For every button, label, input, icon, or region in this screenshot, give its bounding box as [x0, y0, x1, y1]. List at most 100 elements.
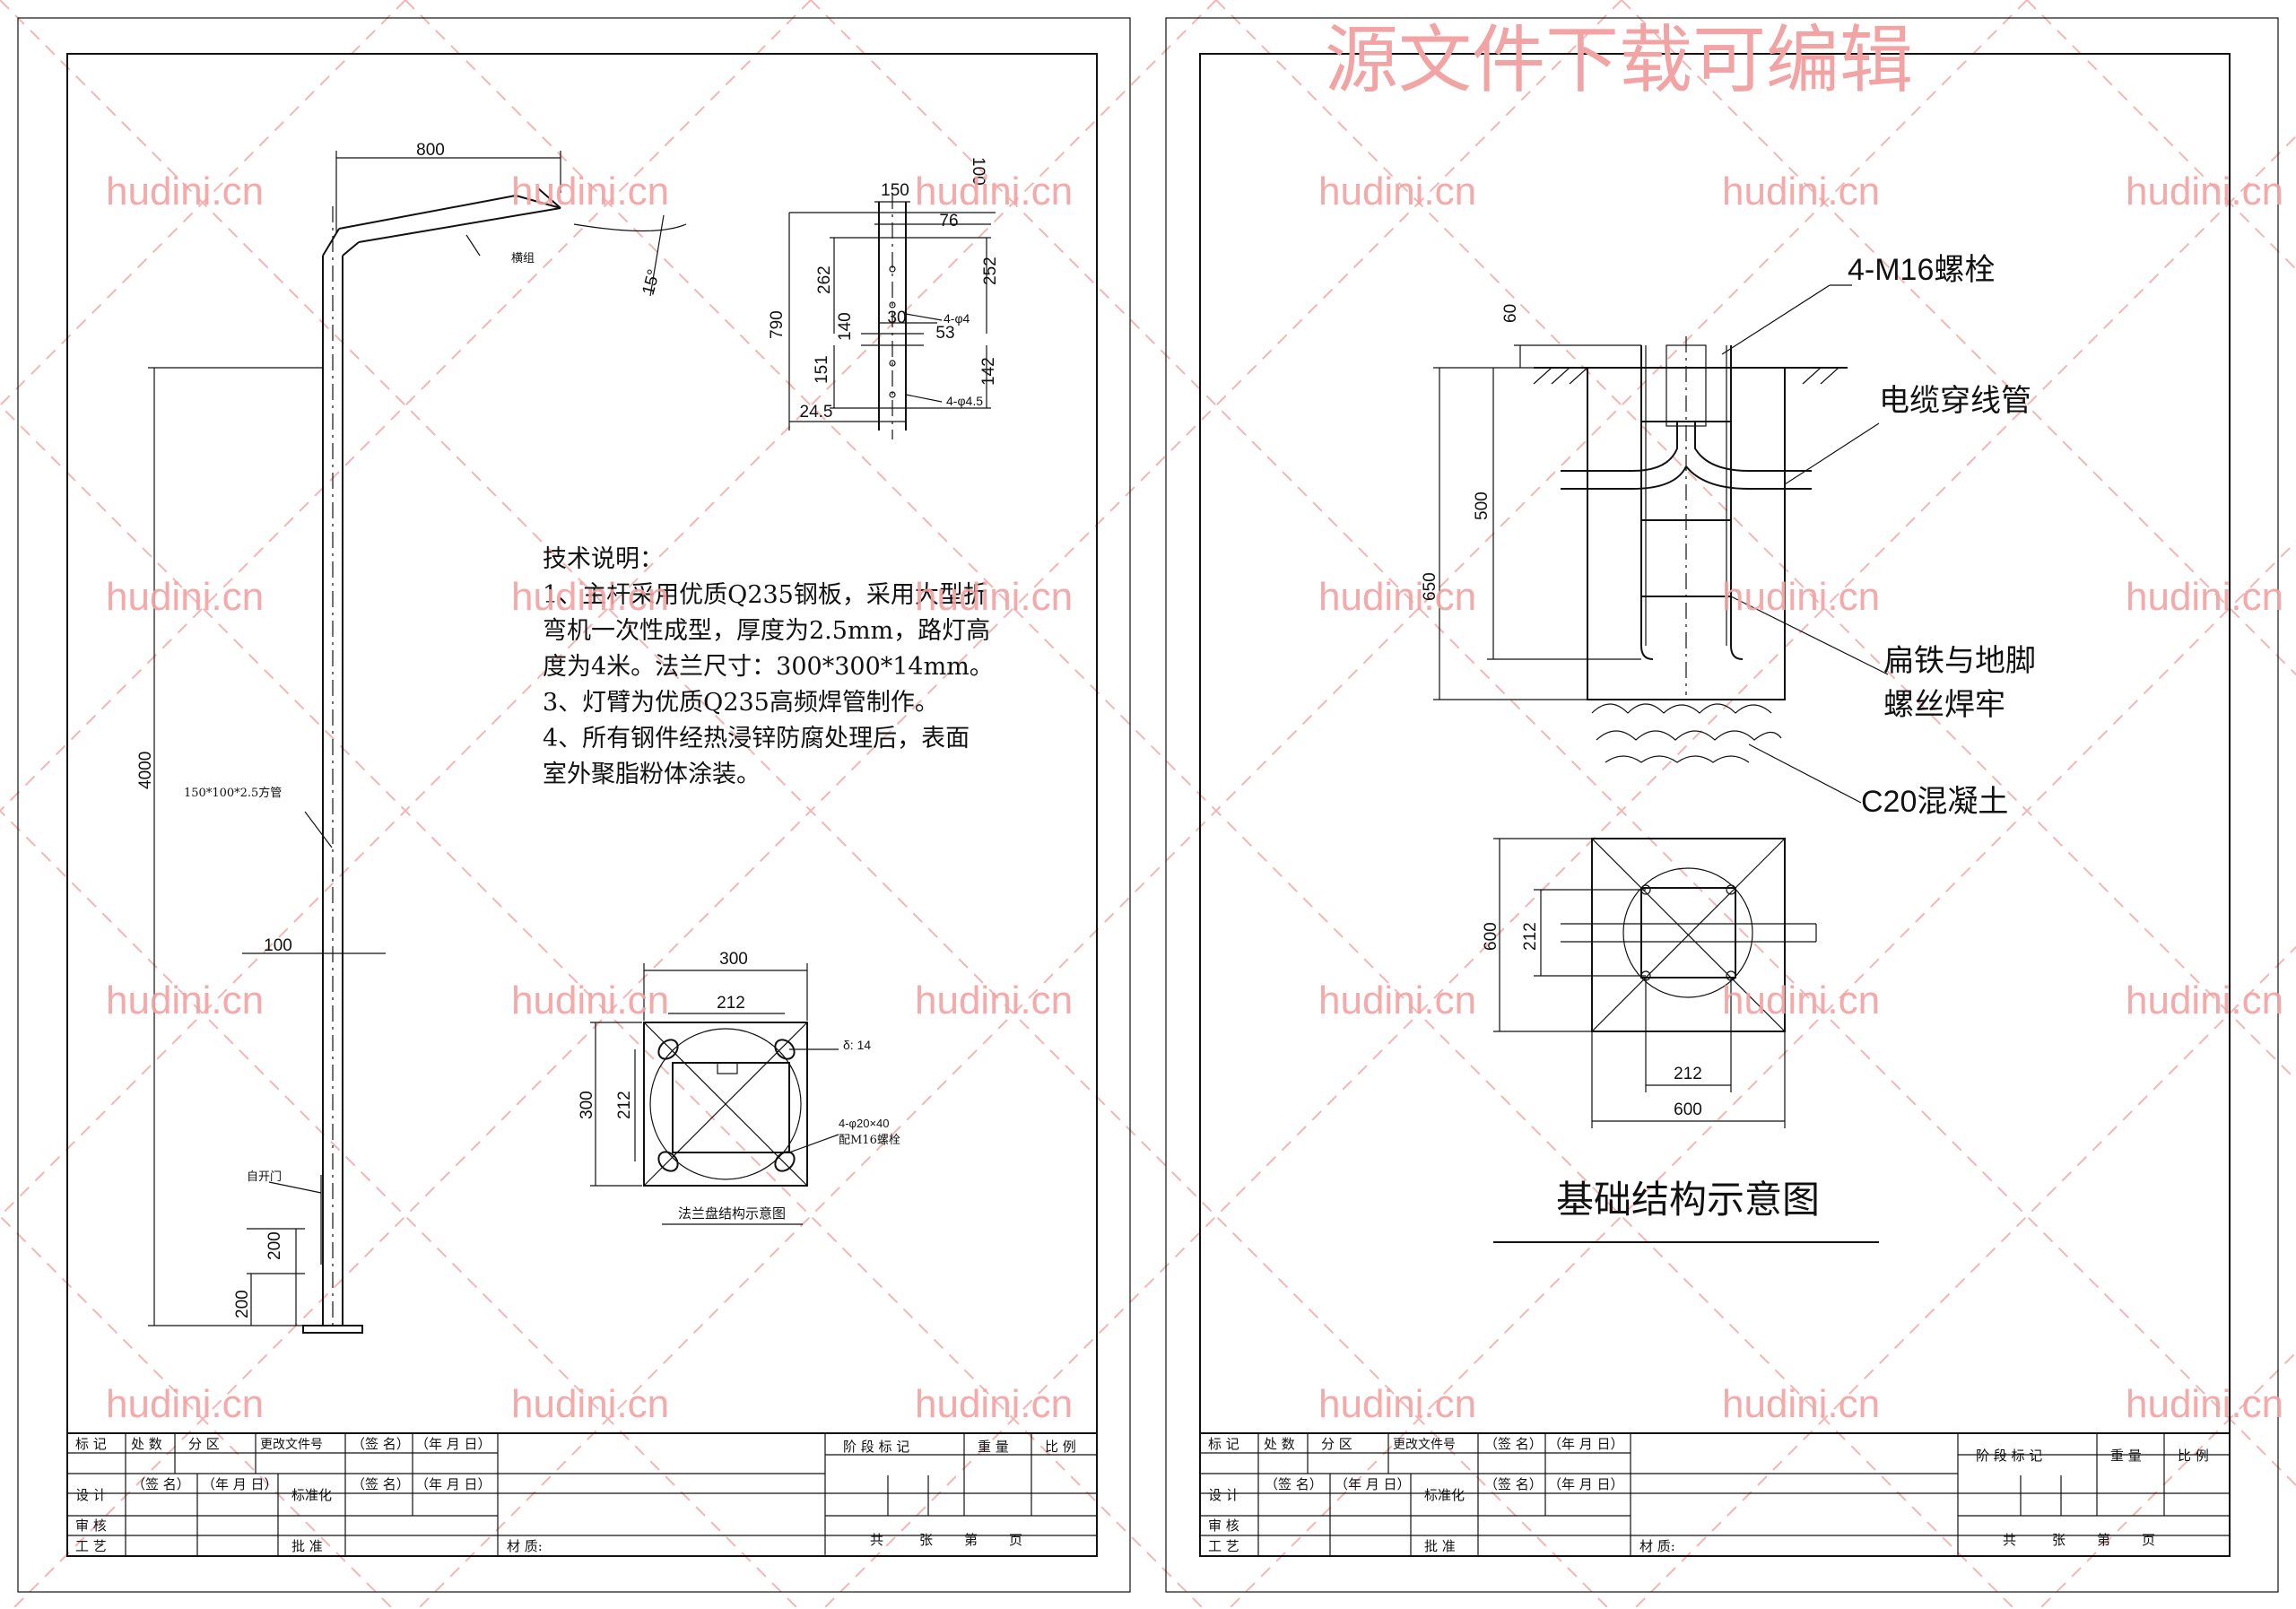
tb-approve: 批 准	[1424, 1538, 1456, 1554]
tb-stage: 阶 段 标 记	[843, 1439, 909, 1455]
dim-151: 151	[813, 355, 831, 384]
dim-door-base: 200	[233, 1290, 252, 1318]
tb-material: 材 质:	[507, 1538, 543, 1554]
watermark-line	[810, 0, 2296, 1487]
watermark-site-text: hudini.cn	[1722, 575, 1880, 619]
tech-notes-heading: 技术说明：	[543, 545, 664, 573]
tb-design: 设 计	[1208, 1487, 1239, 1503]
tb-sheets: 张	[2052, 1532, 2066, 1548]
pole-elevation	[148, 151, 687, 1334]
dim-bolt-span-h: 212	[717, 994, 745, 1013]
watermark-line	[1215, 0, 2296, 1082]
dim-pole-width: 100	[264, 936, 292, 955]
watermark-line	[0, 404, 1205, 1609]
tb-design-date: （年 月 日）	[1335, 1476, 1411, 1492]
dim-76: 76	[939, 212, 958, 230]
watermark-site-text: hudini.cn	[915, 978, 1073, 1022]
flange-plate-drawing	[590, 963, 839, 1225]
flange-title: 法兰盘结构示意图	[678, 1205, 786, 1222]
dim-60: 60	[1501, 304, 1520, 323]
tb-date: （年 月 日）	[1548, 1436, 1624, 1452]
tech-notes: 技术说明： 1、主杆采用优质Q235钢板，采用大型折 弯机一次性成型，厚度为2.…	[543, 545, 994, 788]
tb-zone: 分 区	[1321, 1436, 1352, 1452]
dim-53: 53	[935, 324, 954, 343]
watermark-line	[404, 0, 2015, 1609]
watermark-site-text: hudini.cn	[1722, 170, 1880, 213]
door-label: 自开门	[247, 1170, 282, 1184]
tb-date: （年 月 日）	[415, 1436, 491, 1452]
tb-scale: 比 例	[1045, 1439, 1076, 1455]
tb-page-no: 第	[964, 1532, 978, 1548]
watermark-site-text: hudini.cn	[915, 170, 1073, 213]
weld-label-line1: 扁铁与地脚	[1883, 643, 2036, 679]
watermark-line	[2026, 0, 2296, 271]
tb-change-doc: 更改文件号	[260, 1438, 323, 1452]
tech-notes-line: 室外聚脂粉体涂装。	[543, 761, 761, 788]
tb-sign: （签 名）	[1484, 1436, 1543, 1452]
dim-door-height: 200	[265, 1231, 284, 1260]
tech-notes-line: 4、所有钢件经热浸锌防腐处理后，表面	[543, 725, 970, 752]
tb-craft: 工 艺	[75, 1538, 107, 1554]
watermark-banner: 源文件下载可编辑	[1325, 18, 1913, 103]
tb-count: 处 数	[1264, 1436, 1295, 1452]
watermark-line	[0, 0, 406, 407]
arm-label: 横组	[511, 252, 535, 265]
watermark-site-text: hudini.cn	[915, 1382, 1073, 1426]
tb-design: 设 计	[75, 1487, 107, 1503]
dim-212-h: 212	[1674, 1065, 1702, 1083]
watermark-line	[12, 0, 1622, 1609]
tb-standard: 标准化	[291, 1487, 332, 1503]
left-sheet-frame	[17, 17, 1131, 1593]
watermark-line	[0, 1214, 394, 1609]
weld-label-line2: 螺丝焊牢	[1883, 687, 2005, 723]
watermark-site-text: hudini.cn	[915, 575, 1073, 619]
watermark-line	[0, 809, 799, 1609]
bolts-label: 4-M16螺栓	[1848, 253, 1995, 287]
title-block-left	[66, 1432, 1098, 1557]
title-block-right-text: 标 记 处 数 分 区 更改文件号 （签 名） （年 月 日） 设 计 （签 名…	[1208, 1436, 2209, 1554]
foundation-section-drawing	[1433, 284, 1889, 804]
dim-500: 500	[1473, 491, 1492, 520]
watermark-site-text: hudini.cn	[106, 170, 264, 213]
dim-flange-width: 300	[719, 950, 748, 969]
dim-262: 262	[815, 265, 834, 294]
concrete-label: C20混凝土	[1861, 785, 2008, 819]
watermark-site-text: hudini.cn	[1318, 170, 1476, 213]
holes-4-phi4-5: 4-φ4.5	[946, 394, 983, 408]
tb-design-sign: （签 名）	[1265, 1476, 1323, 1492]
foundation-plan-drawing	[1493, 838, 1879, 1243]
title-block-right	[1199, 1432, 2231, 1557]
tb-zone: 分 区	[188, 1436, 220, 1452]
watermark-line	[822, 135, 2296, 1609]
tb-total: 共	[870, 1532, 883, 1548]
flange-bolts-label: 配M16螺栓	[839, 1134, 900, 1147]
watermark-site-text: hudini.cn	[106, 978, 264, 1022]
dim-24-5: 24.5	[800, 403, 833, 422]
dim-600-h: 600	[1674, 1100, 1702, 1119]
watermark-line	[2039, 1351, 2296, 1609]
dim-bolt-span-v: 212	[615, 1091, 634, 1119]
watermark-site-text: hudini.cn	[2126, 575, 2283, 619]
watermark-site-text: hudini.cn	[2126, 1382, 2283, 1426]
foundation-title: 基础结构示意图	[1556, 1178, 1820, 1222]
dim-252: 252	[981, 257, 1000, 285]
watermark-site-text: hudini.cn	[1318, 978, 1476, 1022]
tb-change-doc: 更改文件号	[1393, 1438, 1456, 1452]
tb-standard: 标准化	[1424, 1487, 1465, 1503]
tb-weight: 重 量	[2110, 1448, 2142, 1464]
tb-approve: 批 准	[291, 1538, 323, 1554]
dim-30: 30	[887, 309, 906, 327]
tb-mark: 标 记	[75, 1436, 107, 1452]
tb-standard-date: （年 月 日）	[415, 1476, 491, 1492]
tb-page-no: 第	[2097, 1532, 2110, 1548]
watermark-line	[417, 0, 2028, 1609]
tb-scale: 比 例	[2178, 1448, 2209, 1464]
tb-review: 审 核	[1208, 1518, 1239, 1534]
dim-height-total: 4000	[136, 752, 155, 789]
tb-material: 材 质:	[1639, 1538, 1675, 1554]
dim-150: 150	[881, 181, 909, 200]
watermark-line	[0, 0, 812, 813]
tb-sign: （签 名）	[352, 1436, 410, 1452]
